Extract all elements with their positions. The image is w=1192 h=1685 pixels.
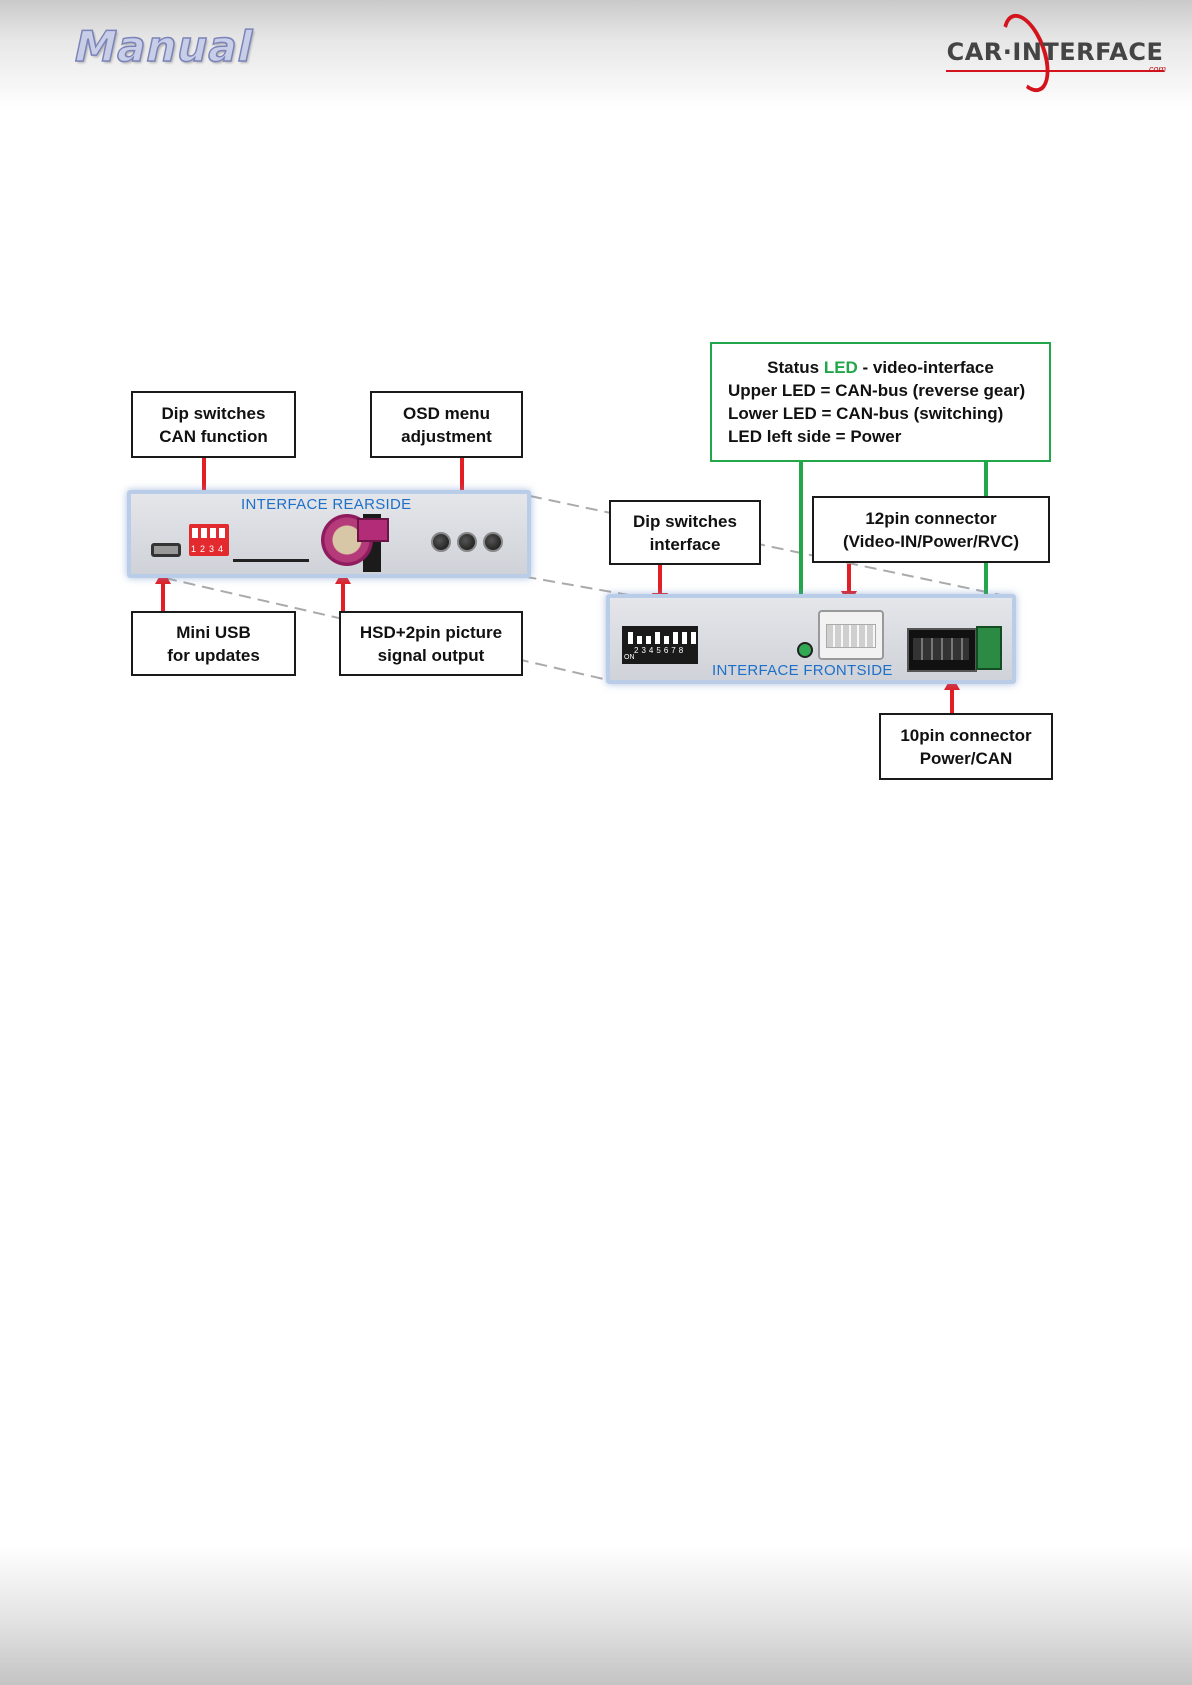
- status-line-lower: Lower LED = CAN-bus (switching): [728, 404, 1004, 423]
- callout-usb-line2: for updates: [167, 645, 260, 665]
- hsd-2pin-connector: [357, 518, 389, 542]
- interface-frontside-panel: 2345678 ON INTERFACE FRONTSIDE: [606, 594, 1016, 684]
- callout-12pin-line1: 12pin connector: [865, 508, 997, 528]
- osd-button-2: [457, 532, 477, 552]
- power-led: [797, 642, 813, 658]
- callout-dip-interface: Dip switches interface: [609, 500, 761, 565]
- callout-dip-interface-line2: interface: [649, 534, 721, 554]
- callout-osd-line1: OSD menu: [403, 403, 490, 423]
- status-title-led: LED: [823, 358, 858, 377]
- callout-osd-line2: adjustment: [401, 426, 492, 446]
- 10pin-contacts: [913, 638, 969, 660]
- status-title-pre: Status: [767, 358, 824, 377]
- callout-dip-can-line2: CAN function: [159, 426, 268, 446]
- status-title-post: - video-interface: [857, 358, 994, 377]
- car-interface-logo: CAR·INTERFACE .com: [940, 7, 1170, 99]
- 10pin-connector: [907, 628, 977, 672]
- callout-dip-can: Dip switches CAN function: [131, 391, 296, 458]
- callout-12pin-line2: (Video-IN/Power/RVC): [842, 531, 1019, 551]
- front-dip-numbers: 2345678: [634, 646, 687, 655]
- front-dip-on: ON: [624, 654, 635, 661]
- callout-hsd-line1: HSD+2pin picture: [359, 622, 503, 642]
- frontside-label: INTERFACE FRONTSIDE: [712, 662, 893, 679]
- osd-button-3: [483, 532, 503, 552]
- callout-10pin: 10pin connector Power/CAN: [879, 713, 1053, 780]
- callout-10pin-line1: 10pin connector: [900, 725, 1032, 745]
- callout-mini-usb: Mini USB for updates: [131, 611, 296, 676]
- rear-dip-numbers: 1234: [191, 544, 228, 554]
- interface-rearside-panel: INTERFACE REARSIDE 1234: [127, 490, 531, 578]
- 12pin-connector: [818, 610, 884, 660]
- logo-suffix: .com: [1146, 64, 1166, 74]
- status-line-upper: Upper LED = CAN-bus (reverse gear): [728, 381, 1026, 400]
- dip-switch-can: [189, 524, 229, 556]
- callout-status-led: Status LED - video-interface Upper LED =…: [710, 342, 1051, 462]
- callout-12pin: 12pin connector (Video-IN/Power/RVC): [812, 496, 1050, 563]
- footer-band: [0, 1545, 1192, 1685]
- callout-usb-line1: Mini USB: [176, 622, 251, 642]
- 12pin-contacts: [826, 624, 876, 648]
- card-slot: [233, 559, 309, 562]
- mini-usb-port: [151, 543, 181, 557]
- status-led-block: [976, 626, 1002, 670]
- callout-hsd: HSD+2pin picture signal output: [339, 611, 523, 676]
- callout-osd: OSD menu adjustment: [370, 391, 523, 458]
- callout-dip-can-line1: Dip switches: [161, 403, 266, 423]
- header-band: [0, 0, 1192, 110]
- status-line-power: LED left side = Power: [728, 427, 902, 446]
- logo-underline: [946, 70, 1164, 72]
- rearside-label: INTERFACE REARSIDE: [241, 496, 412, 513]
- osd-button-1: [431, 532, 451, 552]
- callout-dip-interface-line1: Dip switches: [633, 511, 737, 531]
- status-title: Status LED - video-interface: [728, 356, 1049, 379]
- logo-text: CAR·INTERFACE: [946, 38, 1164, 66]
- callout-hsd-line2: signal output: [377, 645, 485, 665]
- callout-10pin-line2: Power/CAN: [919, 748, 1013, 768]
- dip-switch-interface: [622, 626, 698, 664]
